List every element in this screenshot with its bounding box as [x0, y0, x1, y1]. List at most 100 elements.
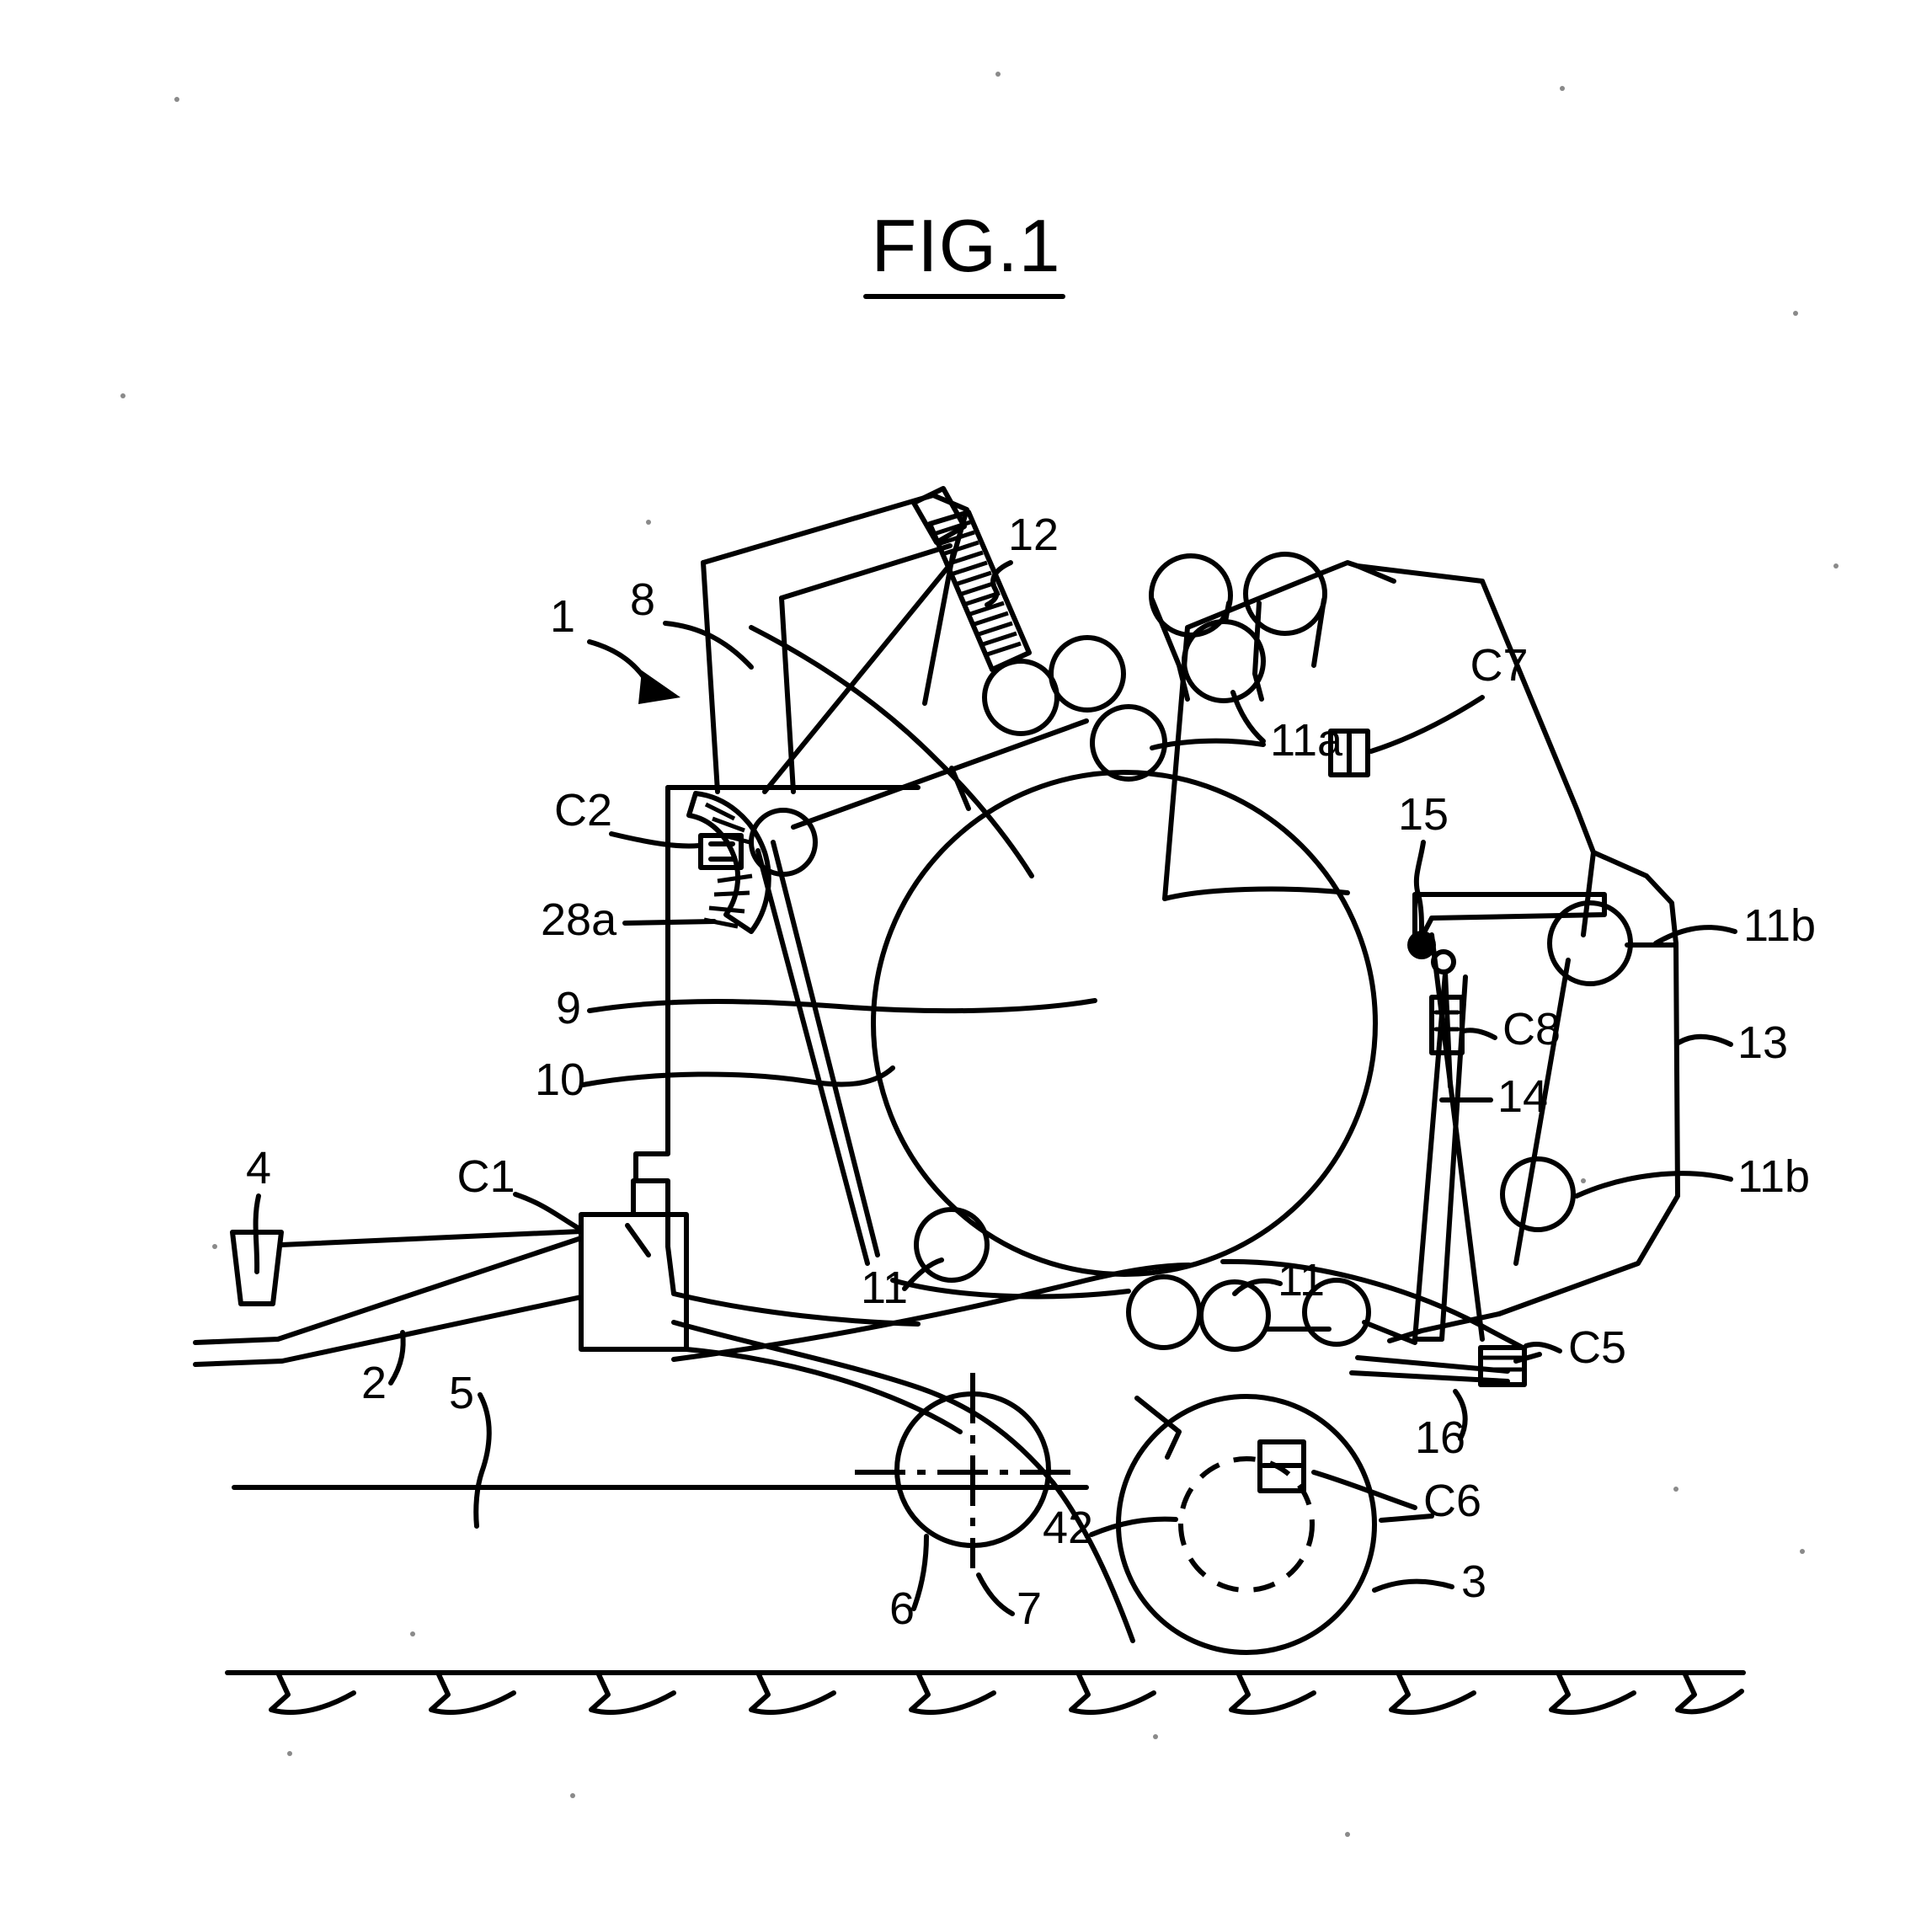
toothed-sector-28a	[686, 791, 771, 934]
hitch-group	[193, 1178, 1089, 1490]
drawbar-top-bar	[279, 1229, 584, 1247]
label-1: 1	[550, 591, 575, 642]
leader-11b-upper	[1653, 925, 1737, 946]
leader-42	[1089, 1516, 1178, 1537]
roller-bottom-b	[1198, 1279, 1271, 1352]
label-5: 5	[449, 1368, 474, 1418]
label-c2: C2	[554, 785, 612, 836]
tailgate-rear-edge	[1497, 941, 1680, 1316]
leader-c6	[1311, 1470, 1417, 1510]
jack-foot-4	[230, 1230, 284, 1306]
sensor-box-c7	[1328, 729, 1370, 777]
label-11a: 11a	[1270, 715, 1343, 766]
label-15: 15	[1398, 789, 1449, 840]
label-c8: C8	[1502, 1004, 1561, 1054]
roller-stem-right-outer	[1311, 597, 1326, 668]
label-16: 16	[1415, 1412, 1465, 1463]
sensor-box-c2	[698, 833, 744, 870]
belly-panel-curve	[671, 1320, 1135, 1643]
label-28a: 28a	[541, 894, 617, 945]
drawbar-diagonal-lower	[193, 1295, 584, 1367]
latch-rod-bottom	[1349, 1370, 1510, 1384]
label-c7: C7	[1470, 640, 1528, 691]
chute-inner-top-edge	[779, 543, 953, 601]
roller-mid-center	[1182, 619, 1266, 703]
leader-8	[663, 621, 754, 670]
leader-11-left	[902, 1257, 944, 1291]
roller-hatch-lines	[933, 520, 1022, 658]
hitch-box-c1-mark	[625, 1223, 651, 1257]
belt-long-bottom-run	[671, 1263, 1192, 1362]
label-8: 8	[630, 574, 655, 625]
tailgate-group	[1387, 850, 1680, 1343]
belt-left-run-2	[755, 848, 870, 1266]
leader-15	[1413, 840, 1426, 934]
label-13: 13	[1737, 1017, 1788, 1068]
leader-12	[985, 560, 1013, 607]
tensioner-arm	[791, 718, 1089, 830]
figure-title-group: FIG.1	[863, 204, 1065, 299]
ground-group	[225, 1670, 1746, 1716]
roller-bottom-a	[1126, 1274, 1202, 1350]
leader-c2	[609, 831, 702, 849]
tailgate-top-curve	[1591, 850, 1678, 946]
label-4: 4	[246, 1143, 271, 1193]
chamber-left-wall	[633, 785, 670, 1249]
leader-c5	[1524, 1342, 1562, 1353]
leader-11a-second	[1230, 690, 1266, 744]
arm-14-left-edge	[1412, 971, 1448, 1342]
label-9: 9	[556, 983, 581, 1033]
leader-c1	[513, 1192, 584, 1232]
label-11-left: 11	[861, 1263, 908, 1313]
sensor-box-c5-ribs	[1481, 1355, 1524, 1372]
leader-lines-group	[253, 560, 1737, 1616]
label-10: 10	[535, 1054, 585, 1105]
leader-7	[976, 1572, 1015, 1616]
roller-tall-right	[1243, 552, 1327, 636]
ground-wheel-group	[1116, 1394, 1434, 1655]
bale-chamber-group	[871, 770, 1378, 1277]
label-c6: C6	[1423, 1476, 1481, 1526]
roller-upper-c	[1090, 704, 1167, 782]
leader-13	[1676, 1033, 1733, 1047]
lower-roller-group	[914, 1207, 1417, 1352]
tailgate-front-edge	[1513, 958, 1571, 1266]
roller-stem-center-top	[1223, 601, 1231, 624]
wheel-axle-stub	[1379, 1514, 1434, 1523]
label-14: 14	[1497, 1071, 1548, 1122]
upper-frame-rear-edge	[1480, 579, 1596, 855]
leader-9	[587, 998, 1097, 1014]
leader-11-mid	[1232, 1278, 1283, 1296]
sensor-c5-stub	[1513, 1352, 1542, 1364]
leader-11b-lower	[1574, 1171, 1733, 1199]
roller-lower-left-11	[914, 1207, 990, 1283]
tensioner-roller	[749, 808, 818, 877]
arm-14-right-edge	[1439, 974, 1468, 1342]
machine-frame-group	[633, 560, 1596, 1643]
label-c1: C1	[456, 1151, 515, 1202]
sensor-box-c2-ribs	[708, 841, 735, 862]
label-6: 6	[889, 1583, 915, 1634]
label-11b-1: 11b	[1743, 900, 1816, 951]
label-11b-2: 11b	[1737, 1151, 1810, 1202]
sensor-box-c5	[1478, 1345, 1527, 1387]
chute-inner-edge	[779, 595, 796, 794]
wheel-hub-dashed	[1178, 1456, 1315, 1593]
leader-11a	[1150, 738, 1266, 750]
roller-upper-b	[1049, 635, 1126, 713]
drawbar-diagonal-upper	[193, 1236, 584, 1345]
leader-10	[580, 1065, 895, 1087]
leader-4	[253, 1193, 261, 1274]
leader-2	[388, 1330, 406, 1385]
wheel-support-arm	[1134, 1396, 1182, 1460]
belt-left-run	[771, 840, 880, 1257]
chute-inner-right-edge	[922, 549, 956, 706]
bracket-15-group	[1407, 892, 1607, 1342]
reference-label-texts: 1 8 12 C7 11a C2 28a 15 11b 13 C8 14 9 1…	[246, 510, 1816, 1634]
scan-speckles	[120, 72, 1839, 1837]
bracket-pivot-pin	[1407, 931, 1436, 959]
chute-outer-panel	[701, 493, 969, 794]
arm-14-diagonal-link	[1429, 932, 1485, 1342]
hitch-to-body-underline	[684, 1347, 963, 1434]
